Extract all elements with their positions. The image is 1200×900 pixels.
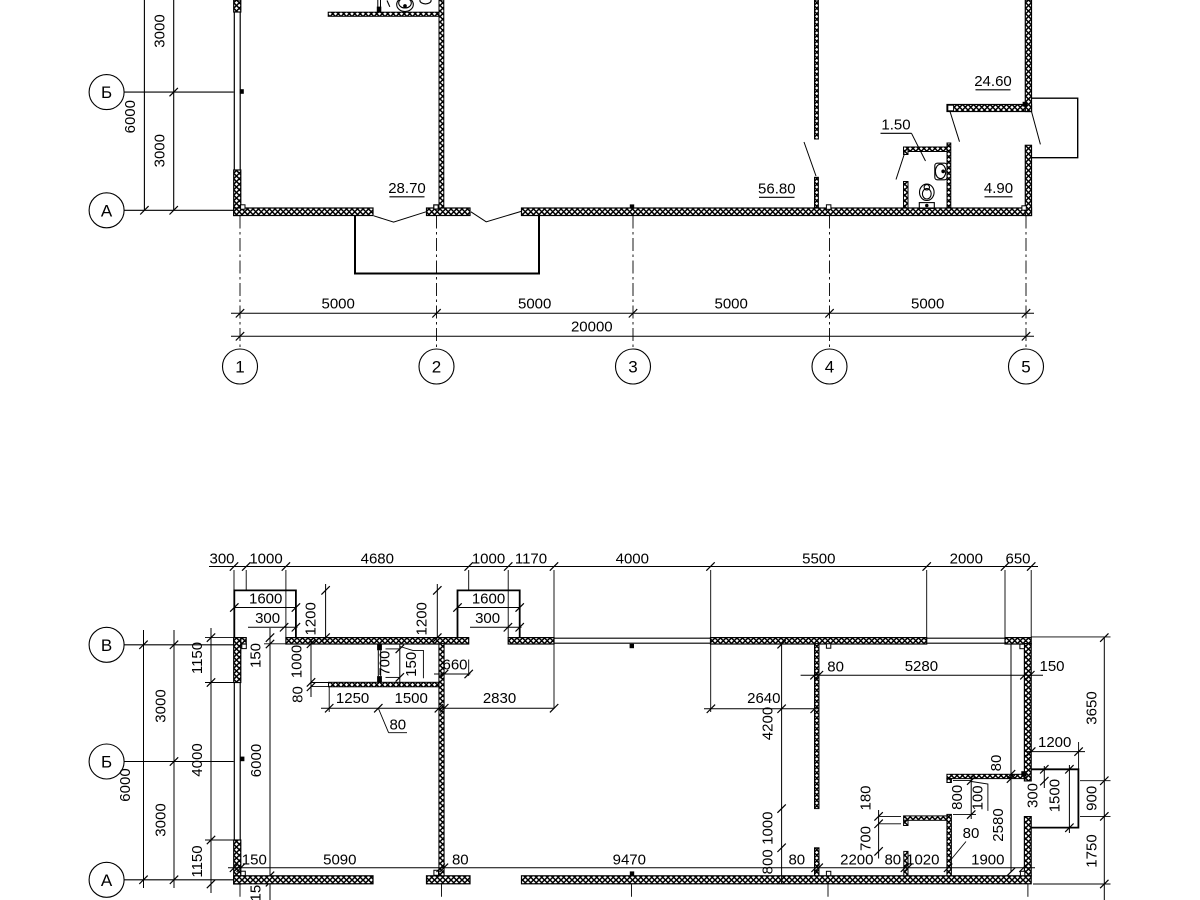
svg-text:2640: 2640 [747,690,780,707]
svg-text:2200: 2200 [840,851,873,868]
svg-text:1.50: 1.50 [881,117,910,134]
svg-text:2830: 2830 [483,690,516,707]
svg-text:150: 150 [1039,658,1064,675]
svg-text:1020: 1020 [906,851,939,868]
svg-text:80: 80 [389,717,406,734]
svg-text:1200: 1200 [1038,734,1071,751]
svg-text:650: 650 [1005,550,1030,567]
svg-text:150: 150 [242,851,267,868]
svg-text:5000: 5000 [322,296,355,313]
svg-text:800: 800 [949,785,966,810]
svg-text:6000: 6000 [122,100,139,133]
svg-text:700: 700 [858,826,875,851]
svg-text:700: 700 [377,651,394,676]
svg-text:300: 300 [1025,783,1042,808]
svg-text:80: 80 [290,686,307,703]
svg-text:1500: 1500 [395,690,428,707]
svg-text:5: 5 [1021,358,1030,377]
svg-text:3000: 3000 [152,689,169,722]
svg-text:6000: 6000 [248,744,265,777]
svg-text:3000: 3000 [151,14,168,47]
svg-text:1600: 1600 [472,591,505,608]
svg-text:1000: 1000 [472,550,505,567]
svg-text:1: 1 [235,358,244,377]
svg-text:2: 2 [432,358,441,377]
svg-text:24.60: 24.60 [974,73,1012,90]
svg-text:1200: 1200 [413,602,430,635]
svg-text:5280: 5280 [905,658,938,675]
svg-text:1200: 1200 [303,602,320,635]
svg-text:80: 80 [963,825,980,842]
svg-text:1900: 1900 [971,851,1004,868]
svg-text:300: 300 [255,610,280,627]
svg-text:28.70: 28.70 [388,180,426,197]
svg-text:5000: 5000 [911,296,944,313]
svg-text:5000: 5000 [518,296,551,313]
svg-text:100: 100 [970,785,987,810]
svg-text:20000: 20000 [571,319,613,336]
svg-text:80: 80 [988,755,1005,772]
svg-text:5090: 5090 [323,851,356,868]
svg-text:5000: 5000 [715,296,748,313]
svg-text:В: В [101,636,112,655]
svg-text:150: 150 [403,652,420,677]
svg-text:3000: 3000 [151,134,168,167]
svg-text:1000: 1000 [249,550,282,567]
svg-text:6000: 6000 [117,768,134,801]
svg-text:4000: 4000 [189,743,206,776]
svg-text:80: 80 [452,851,469,868]
svg-text:1150: 1150 [189,642,206,674]
svg-text:4680: 4680 [361,550,394,567]
svg-text:4.90: 4.90 [984,180,1013,197]
svg-text:800: 800 [760,849,777,874]
svg-text:900: 900 [1084,786,1101,811]
svg-text:3000: 3000 [152,803,169,836]
svg-text:Б: Б [101,83,112,102]
svg-text:80: 80 [884,851,901,868]
svg-text:300: 300 [475,610,500,627]
svg-text:1500: 1500 [1047,779,1064,812]
svg-text:9470: 9470 [613,851,646,868]
svg-text:1000: 1000 [289,645,306,678]
svg-text:660: 660 [442,657,467,674]
svg-text:1000: 1000 [760,812,777,845]
svg-text:4200: 4200 [760,707,777,740]
svg-text:А: А [101,201,113,220]
svg-text:3: 3 [628,358,637,377]
svg-text:А: А [101,871,113,890]
svg-text:4: 4 [825,358,834,377]
svg-text:5500: 5500 [802,550,835,567]
svg-text:150: 150 [248,643,265,668]
svg-text:4000: 4000 [616,550,649,567]
svg-text:2580: 2580 [990,808,1007,841]
svg-text:1600: 1600 [249,591,282,608]
svg-text:Б: Б [101,753,112,772]
svg-text:300: 300 [209,550,234,567]
svg-text:1750: 1750 [1084,834,1101,867]
svg-text:1250: 1250 [336,690,369,707]
svg-text:180: 180 [858,785,875,810]
svg-text:3650: 3650 [1084,691,1101,724]
svg-text:80: 80 [788,852,805,869]
svg-text:80: 80 [827,659,844,676]
svg-text:1150: 1150 [189,845,206,877]
svg-text:1170: 1170 [515,550,547,567]
svg-text:56.80: 56.80 [758,181,796,198]
svg-text:2000: 2000 [950,550,983,567]
